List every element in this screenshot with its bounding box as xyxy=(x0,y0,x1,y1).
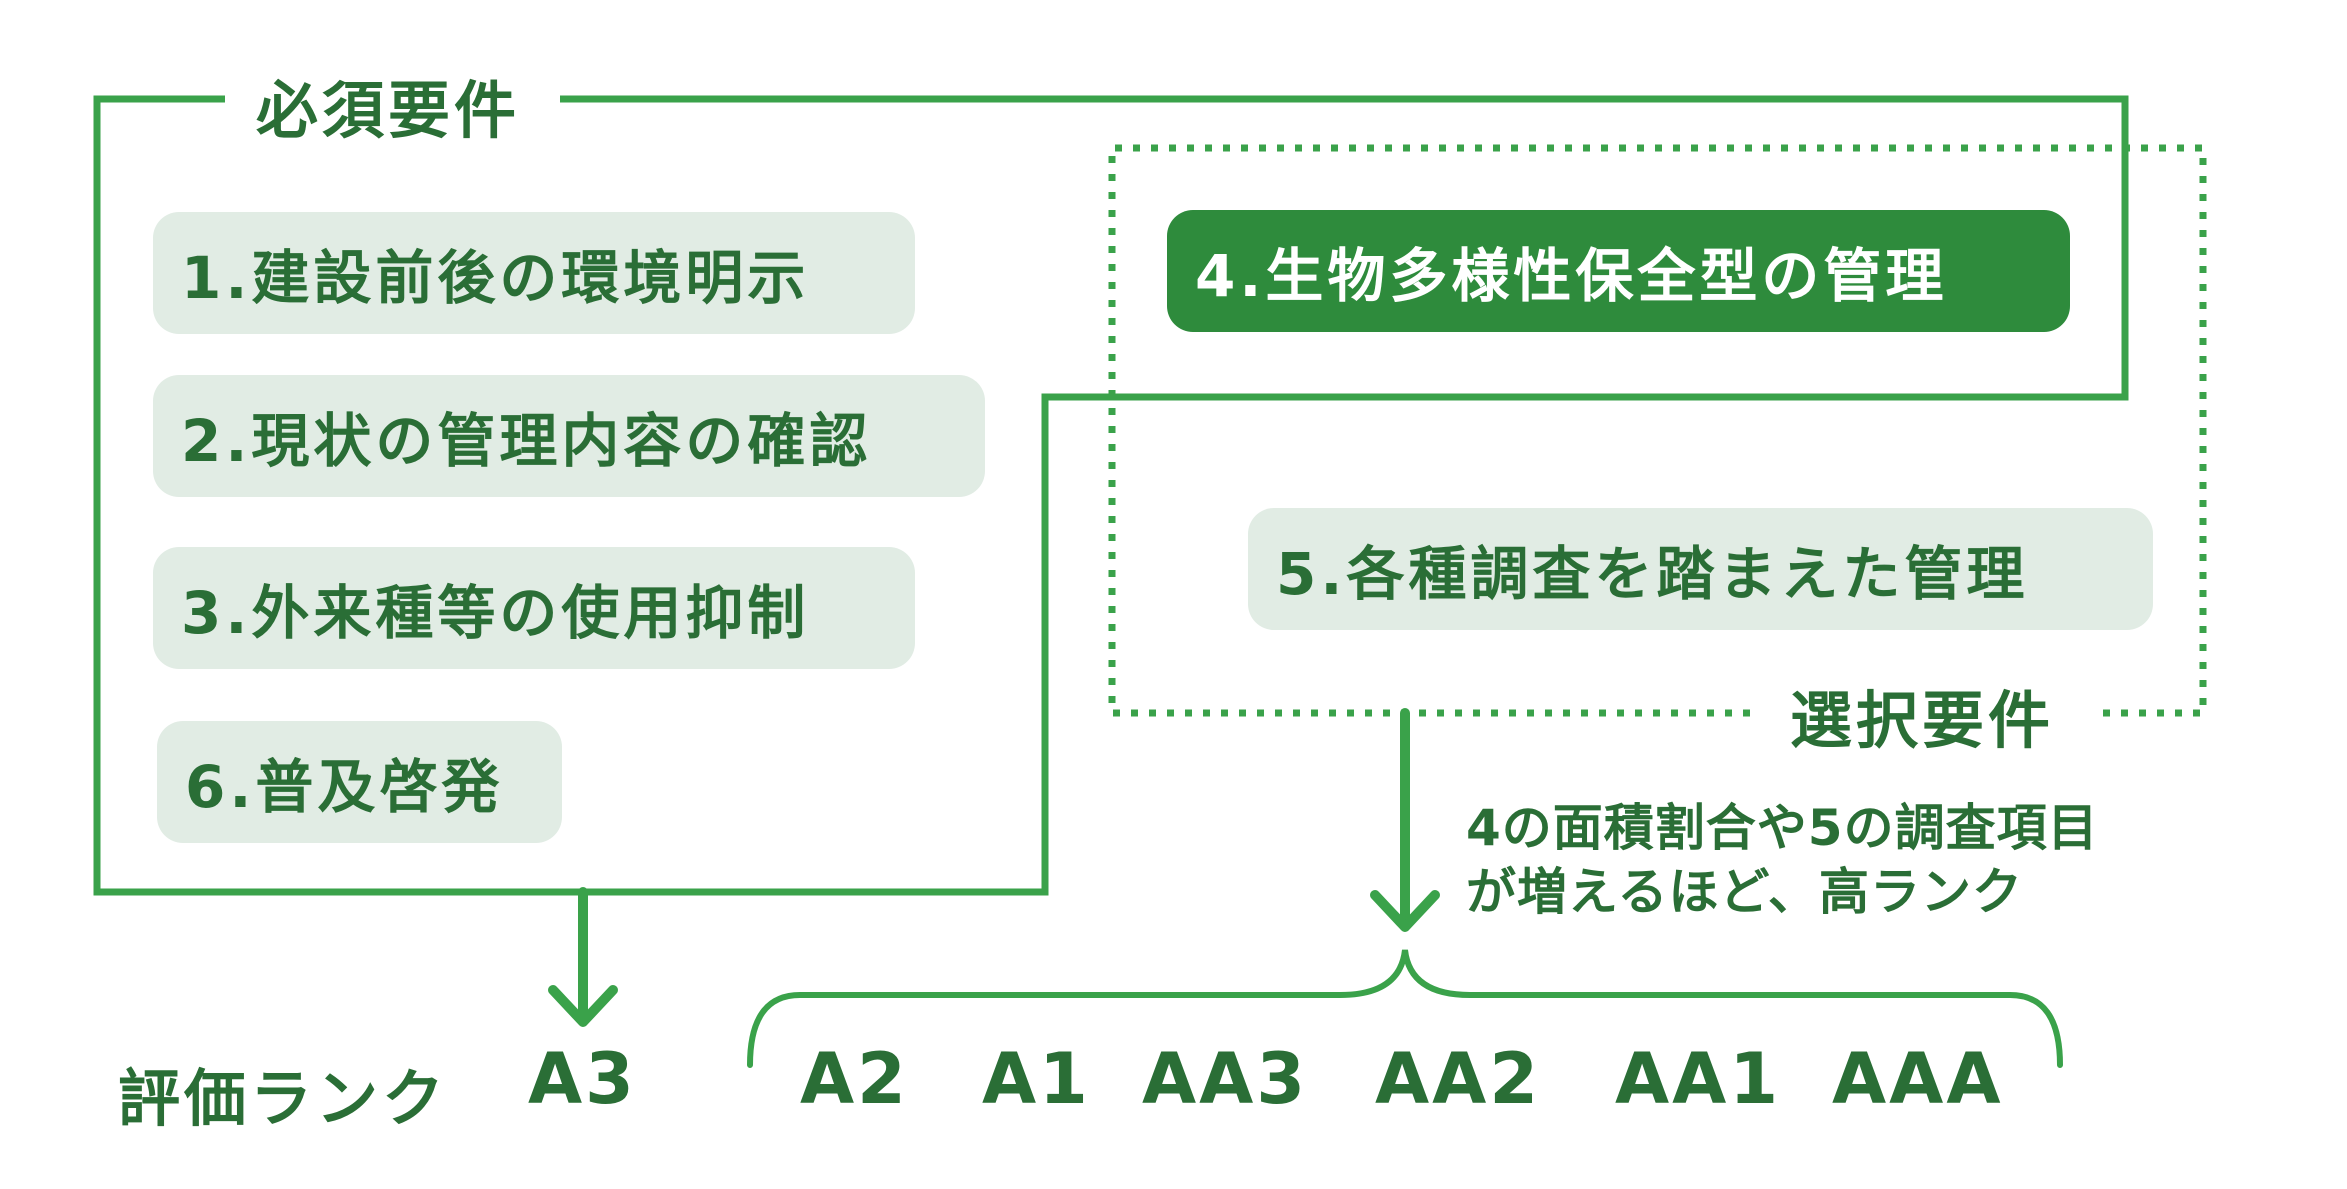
rank-level-aaa: AAA xyxy=(1832,1038,2004,1120)
rank-note-line-2: が増えるほど、高ランク xyxy=(1466,863,2023,921)
rank-note: 4の面積割合や5の調査項目 が増えるほど、高ランク xyxy=(1466,796,2099,924)
optional-group-frame xyxy=(1108,144,2207,717)
required-item-6: 6.普及啓発 xyxy=(157,721,562,843)
rank-level-aa3: AA3 xyxy=(1142,1038,1309,1120)
optional-group-title: 選択要件 xyxy=(1770,670,2075,760)
required-item-3: 3.外来種等の使用抑制 xyxy=(153,547,915,669)
rank-level-a2: A2 xyxy=(800,1038,909,1120)
required-group-title: 必須要件 xyxy=(236,60,541,150)
arrowhead-brace xyxy=(1370,890,1440,932)
rank-level-aa1: AA1 xyxy=(1615,1038,1782,1120)
rank-level-a1: A1 xyxy=(982,1038,1091,1120)
rank-level-aa2: AA2 xyxy=(1375,1038,1542,1120)
optional-item-5: 5.各種調査を踏まえた管理 xyxy=(1248,508,2153,630)
rank-title: 評価ランク xyxy=(118,1062,449,1135)
required-item-1: 1.建設前後の環境明示 xyxy=(153,212,915,334)
arrowhead-a3 xyxy=(548,985,618,1027)
rank-note-line-1: 4の面積割合や5の調査項目 xyxy=(1466,799,2099,857)
required-item-2: 2.現状の管理内容の確認 xyxy=(153,375,985,497)
rank-base: A3 xyxy=(528,1038,637,1120)
rank-brace xyxy=(747,949,2063,1068)
highlighted-item-4: 4.生物多様性保全型の管理 xyxy=(1167,210,2070,332)
